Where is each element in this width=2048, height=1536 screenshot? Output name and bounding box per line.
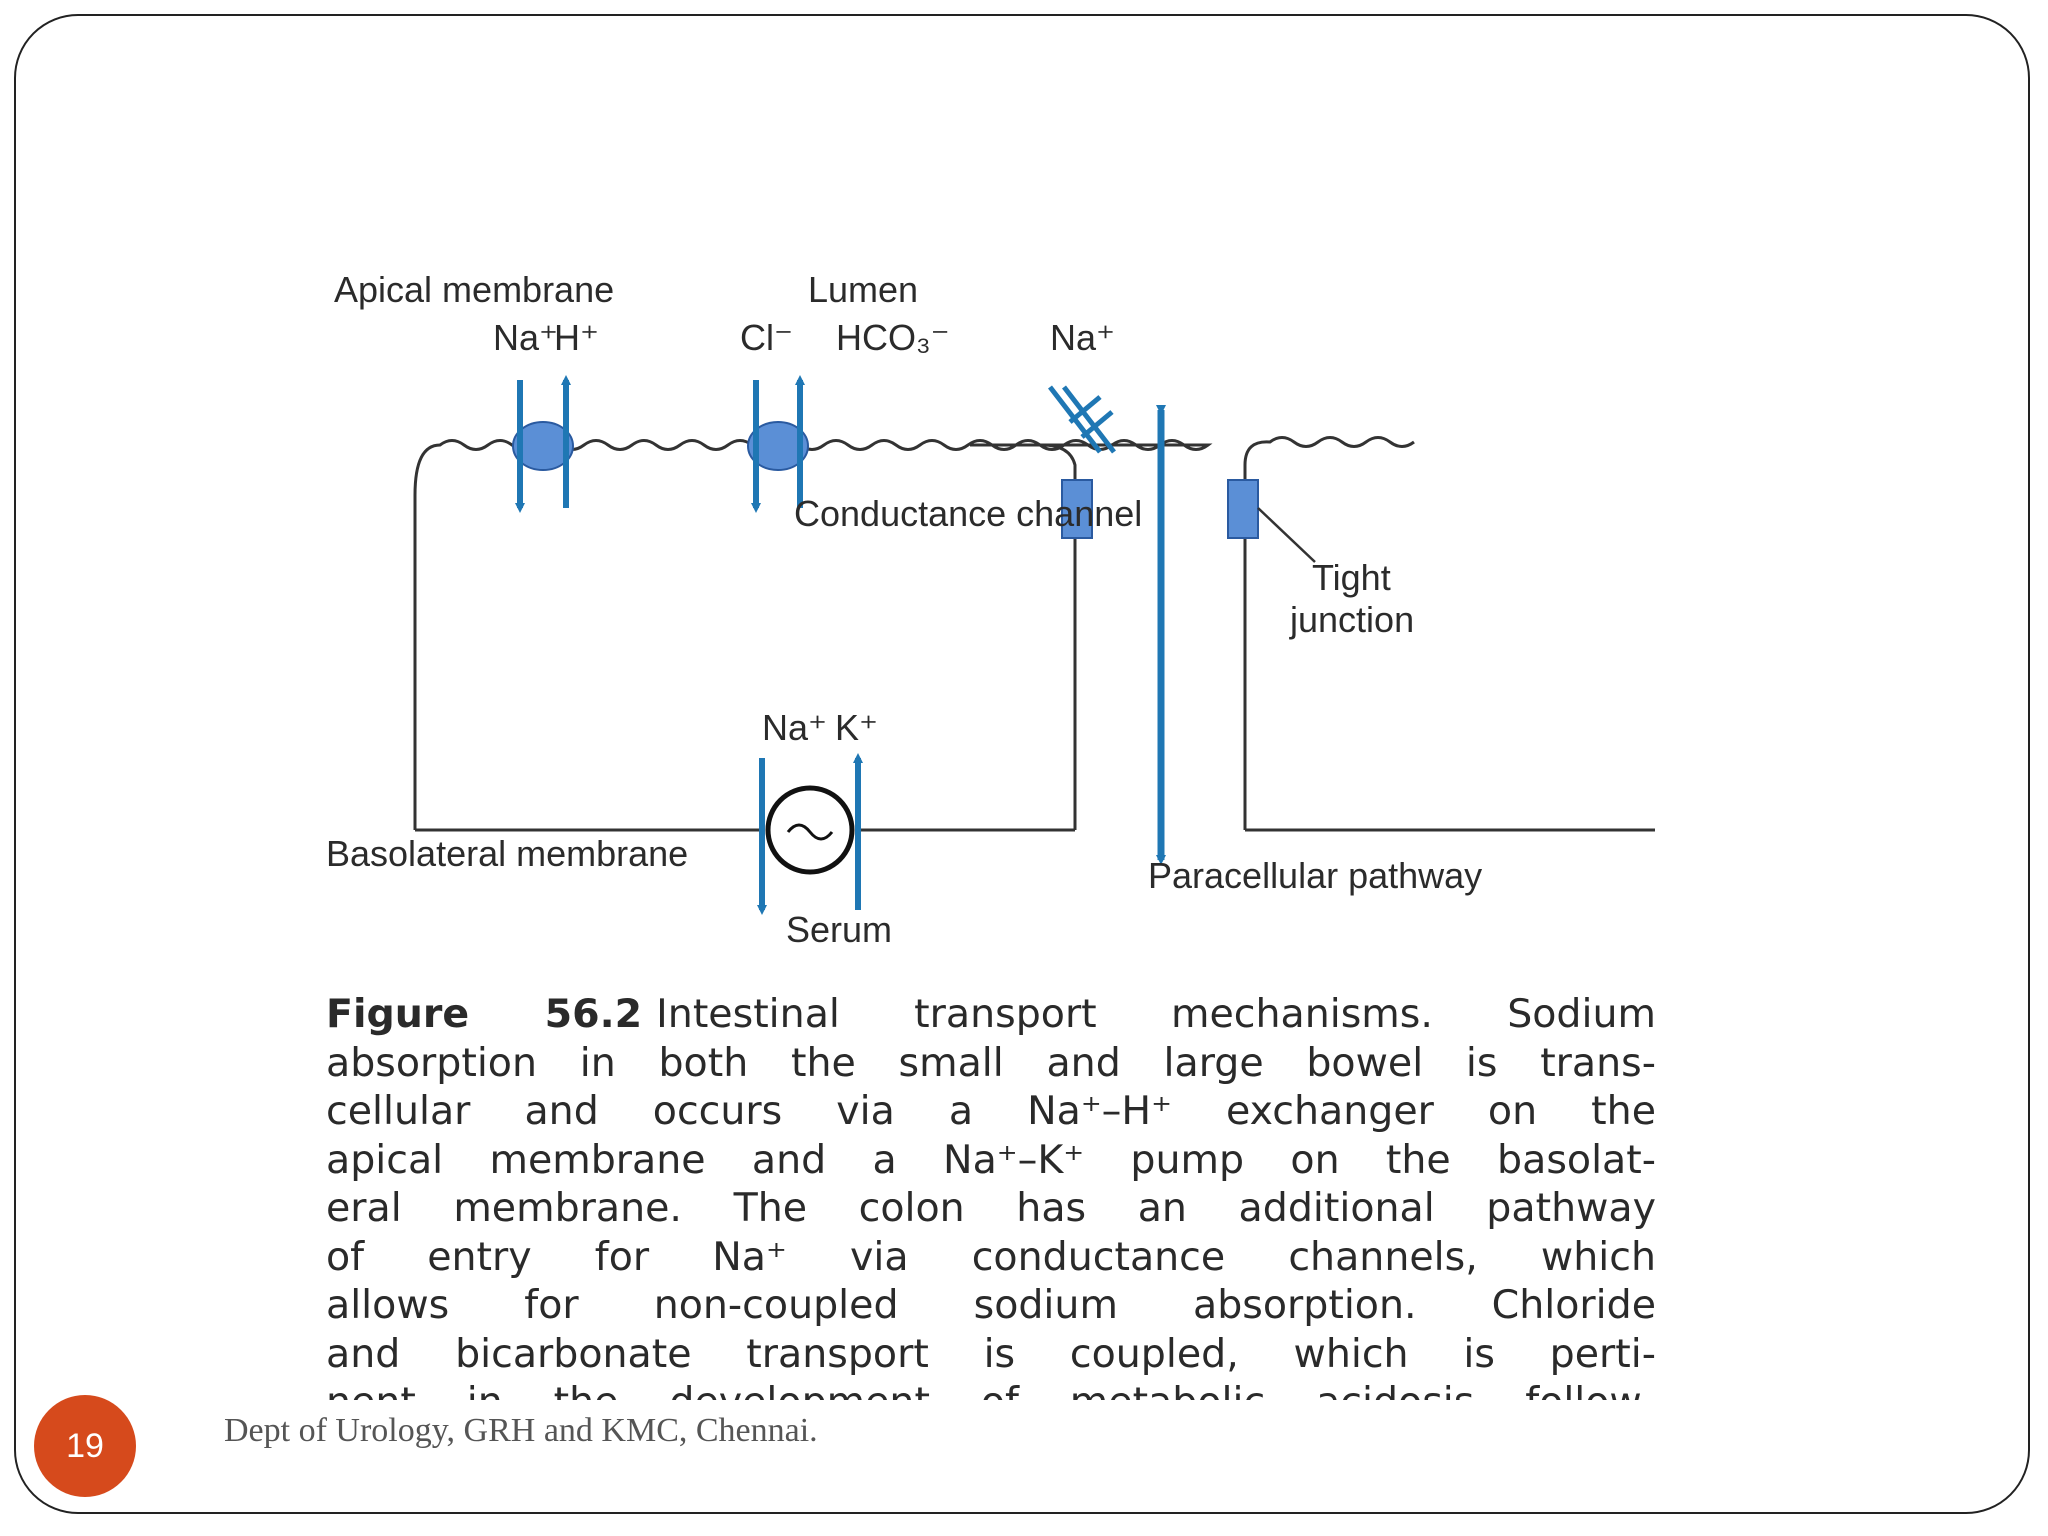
apical-membrane-label: Apical membrane [334, 269, 614, 310]
paracellular-pathway-label: Paracellular pathway [1148, 855, 1482, 896]
conductance-channel-line-3 [1080, 410, 1114, 439]
h-label-exchanger: H⁺ [554, 317, 599, 358]
tight-junction-label-1: Tight [1312, 557, 1391, 598]
figure-image: Apical membrane Lumen Na⁺ H⁺ Cl⁻ HCO₃⁻ N… [310, 250, 1670, 1400]
footer-department: Dept of Urology, GRH and KMC, Chennai. [224, 1412, 818, 1449]
right-cell-outline [1243, 436, 1415, 830]
transport-diagram: Apical membrane Lumen Na⁺ H⁺ Cl⁻ HCO₃⁻ N… [326, 269, 1655, 950]
hco3-label: HCO₃⁻ [836, 317, 950, 358]
cl-label: Cl⁻ [740, 317, 793, 358]
tight-junction-left [1061, 479, 1093, 539]
basolateral-membrane-label: Basolateral membrane [326, 833, 688, 874]
caption-line: and bicarbonate transport is coupled, wh… [326, 1330, 1656, 1377]
tight-junction-pointer [1257, 507, 1316, 563]
caption-line: absorption in both the small and large b… [326, 1039, 1656, 1086]
figure-number: Figure 56.2 [326, 991, 643, 1037]
conductance-channel-line-2 [1068, 395, 1102, 424]
caption-line: of entry for Na⁺ via conductance channel… [326, 1233, 1656, 1280]
tight-junction-label-2: junction [1289, 599, 1414, 640]
na-h-exchanger [512, 421, 574, 471]
pump-symbol [786, 823, 834, 841]
caption-line: apical membrane and a Na⁺–K⁺ pump on the… [326, 1136, 1656, 1183]
lumen-label: Lumen [808, 269, 918, 310]
caption-line: allows for non-coupled sodium absorption… [326, 1282, 1656, 1328]
caption-line-cut: nent in the development of metabolic aci… [326, 1378, 1656, 1400]
page-number: 19 [66, 1426, 104, 1465]
pump-na-label: Na⁺ [762, 707, 827, 748]
conductance-channel-label: Conductance channel [794, 493, 1142, 534]
cl-hco3-exchanger [747, 421, 809, 471]
pump-k-label: K⁺ [835, 707, 878, 748]
page-number-badge: 19 [34, 1395, 136, 1497]
na-label-exchanger: Na⁺ [493, 317, 558, 358]
na-label-channel: Na⁺ [1050, 317, 1115, 358]
serum-label: Serum [786, 909, 892, 950]
caption-line: eral membrane. The colon has an addition… [326, 1185, 1656, 1231]
conductance-channel-line-4 [1062, 385, 1116, 454]
tight-junction-right [1227, 479, 1259, 539]
caption-line: cellular and occurs via a Na⁺–H⁺ exchang… [326, 1088, 1656, 1134]
